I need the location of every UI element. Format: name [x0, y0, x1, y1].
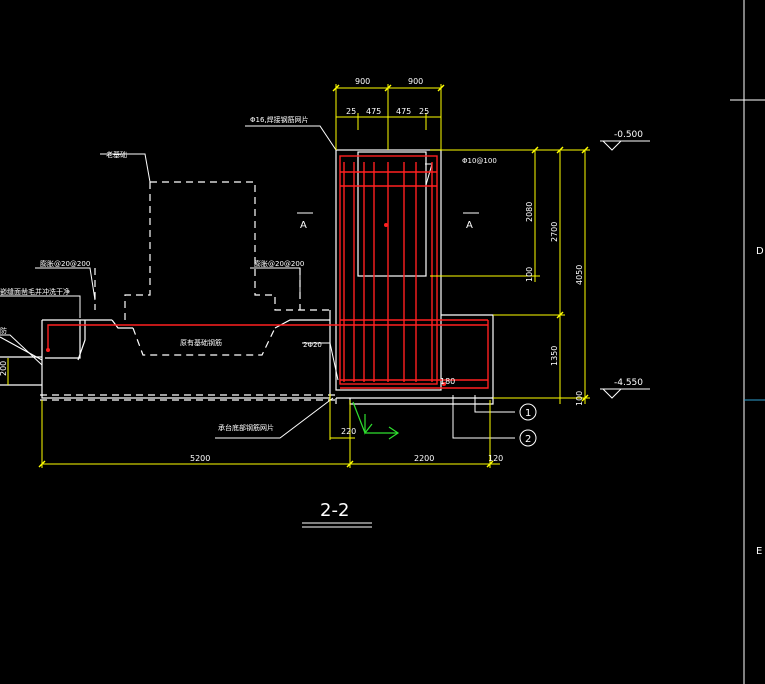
- callout-1: 1: [525, 408, 531, 419]
- grid-letter-e: E: [756, 546, 762, 557]
- elevation-bottom: -4.550: [614, 378, 643, 388]
- dim-top-sub-3: 475: [396, 107, 411, 116]
- section-marks: A A: [297, 212, 479, 231]
- viewport-frame: [730, 0, 765, 684]
- dim-top-left: 900: [355, 77, 370, 86]
- dim-right-2700: 2700: [550, 222, 559, 242]
- label-cap-rebar: 承台底部钢筋网片: [218, 423, 274, 432]
- dim-bottom-2200: 2200: [414, 454, 434, 463]
- dim-top-sub-2: 475: [366, 107, 381, 116]
- label-rebar-2: 2Φ20: [303, 341, 322, 349]
- annotation-labels: Φ16,焊接钢筋网片 Φ10@100 老基础 膨胀@20@200 膨胀@20@2…: [0, 115, 497, 432]
- label-mesh: Φ16,焊接钢筋网片: [250, 115, 309, 124]
- elevation-marker-top: [600, 140, 650, 151]
- label-rod-left: 膨胀@20@200: [40, 259, 90, 268]
- section-title: 2-2: [320, 500, 349, 521]
- ucs-axis-icon: [352, 401, 400, 440]
- dim-right-4050: 4050: [575, 265, 584, 285]
- grid-letter-d: D: [756, 246, 764, 257]
- dim-right-2080: 2080: [525, 202, 534, 222]
- rebar-cage: [47, 155, 489, 389]
- dim-left-200: 200: [0, 361, 8, 376]
- old-foundation-outline: [40, 181, 335, 401]
- elevation-top: -0.500: [614, 130, 643, 140]
- dim-bottom-5200: 5200: [190, 454, 210, 463]
- label-beam: 原有基础钢筋: [180, 338, 222, 347]
- rebar-dots: [46, 223, 446, 386]
- dim-180: 180: [440, 377, 455, 386]
- callout-2: 2: [525, 434, 531, 445]
- label-left-edge: 防: [0, 326, 7, 335]
- dim-right-1350: 1350: [550, 346, 559, 366]
- dimension-lines: [7, 84, 590, 468]
- label-old-foundation: 老基础: [106, 150, 127, 159]
- leader-lines: [0, 125, 515, 439]
- foundation-outline: [0, 149, 494, 405]
- section-mark-left: A: [300, 220, 307, 231]
- dimension-ticks: [38, 84, 589, 468]
- dim-top-sub-1: 25: [346, 107, 356, 116]
- dim-right-100-b: 100: [575, 391, 584, 406]
- elevation-marker-bottom: [600, 388, 650, 399]
- dim-bottom-120: 120: [488, 454, 503, 463]
- dim-top-right: 900: [408, 77, 423, 86]
- dim-right-100-a: 100: [525, 267, 534, 282]
- dim-top-sub-4: 25: [419, 107, 429, 116]
- callout-bubbles: [519, 403, 537, 447]
- section-mark-right: A: [466, 220, 473, 231]
- dim-220: 220: [341, 427, 356, 436]
- label-concrete: 嵌缝面凿毛并冲洗干净: [0, 287, 70, 296]
- label-rebar-top: Φ10@100: [462, 157, 497, 165]
- dimension-text: 900 900 25 475 475 25 5200 2200 120 2080…: [0, 77, 584, 463]
- label-rod-right: 膨胀@20@200: [254, 259, 304, 268]
